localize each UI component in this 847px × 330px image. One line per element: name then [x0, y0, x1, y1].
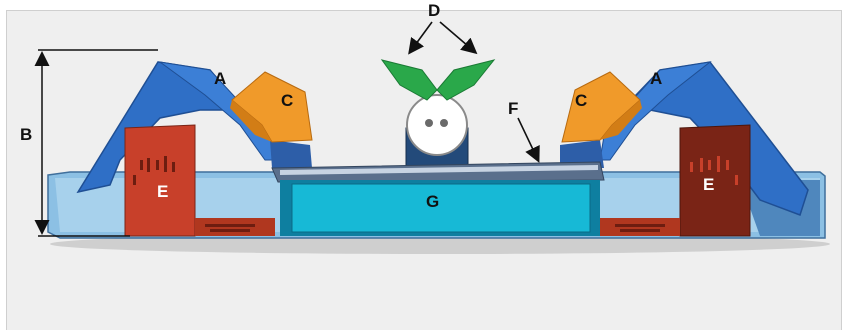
tray-shadow: [50, 234, 830, 254]
label-e-right: E: [703, 175, 714, 194]
f-arrow: [517, 117, 540, 163]
label-c-left: C: [281, 91, 293, 110]
center-holder: [405, 94, 469, 171]
center-box-g: [280, 180, 600, 236]
left-panel-e: [124, 124, 275, 237]
label-f: F: [508, 99, 518, 118]
d-arrows: [408, 21, 478, 55]
top-plate-f: [271, 161, 605, 183]
label-b: B: [20, 125, 32, 144]
label-c-right: C: [575, 91, 587, 110]
label-a-right: A: [650, 69, 662, 88]
right-panel-e: [600, 124, 751, 237]
label-a-left: A: [214, 69, 226, 88]
right-flap-c: [561, 71, 642, 143]
dimension-b: [34, 49, 158, 237]
label-e-left: E: [157, 182, 168, 201]
label-g: G: [426, 192, 439, 211]
label-d: D: [428, 1, 440, 20]
left-frame-a: [76, 61, 312, 194]
left-flap-c: [230, 71, 313, 143]
green-wings-d: [380, 59, 496, 101]
